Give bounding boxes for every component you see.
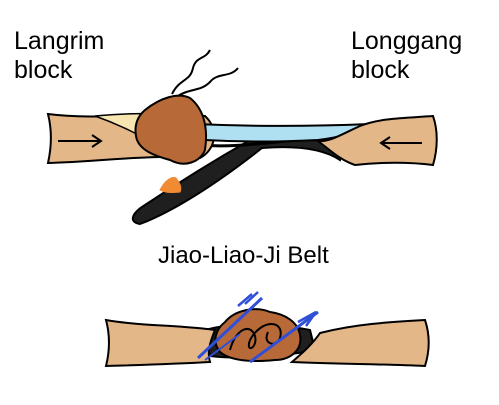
longgang-block-label: Longgang block xyxy=(351,27,462,85)
collision-stage xyxy=(104,291,430,368)
langrim-label-line1: Langrim xyxy=(14,27,105,55)
longgang-label-line2: block xyxy=(351,56,410,84)
arrow-right-icon xyxy=(58,134,103,148)
jiao-liao-ji-belt-label: Jiao-Liao-Ji Belt xyxy=(158,242,329,269)
right-crust-block xyxy=(314,114,438,167)
fault-left xyxy=(196,291,264,360)
island-arc-block xyxy=(134,94,208,165)
subduction-stage xyxy=(46,49,438,226)
arrow-left-icon xyxy=(379,136,422,150)
fault-lower xyxy=(204,333,241,361)
shear-arrow-icon xyxy=(297,310,318,327)
volcano-plume-1 xyxy=(171,49,211,95)
shear-arrow-icon xyxy=(237,291,259,307)
langrim-block-label: Langrim block xyxy=(14,27,104,85)
fault-right xyxy=(249,310,319,364)
volcano-plume-2 xyxy=(177,67,239,97)
langrim-label-line2: block xyxy=(14,56,73,84)
longgang-label-line1: Longgang xyxy=(351,27,463,55)
magma-blob xyxy=(159,177,182,194)
left-crust-collided xyxy=(104,318,217,368)
right-crust-collided xyxy=(289,318,430,368)
